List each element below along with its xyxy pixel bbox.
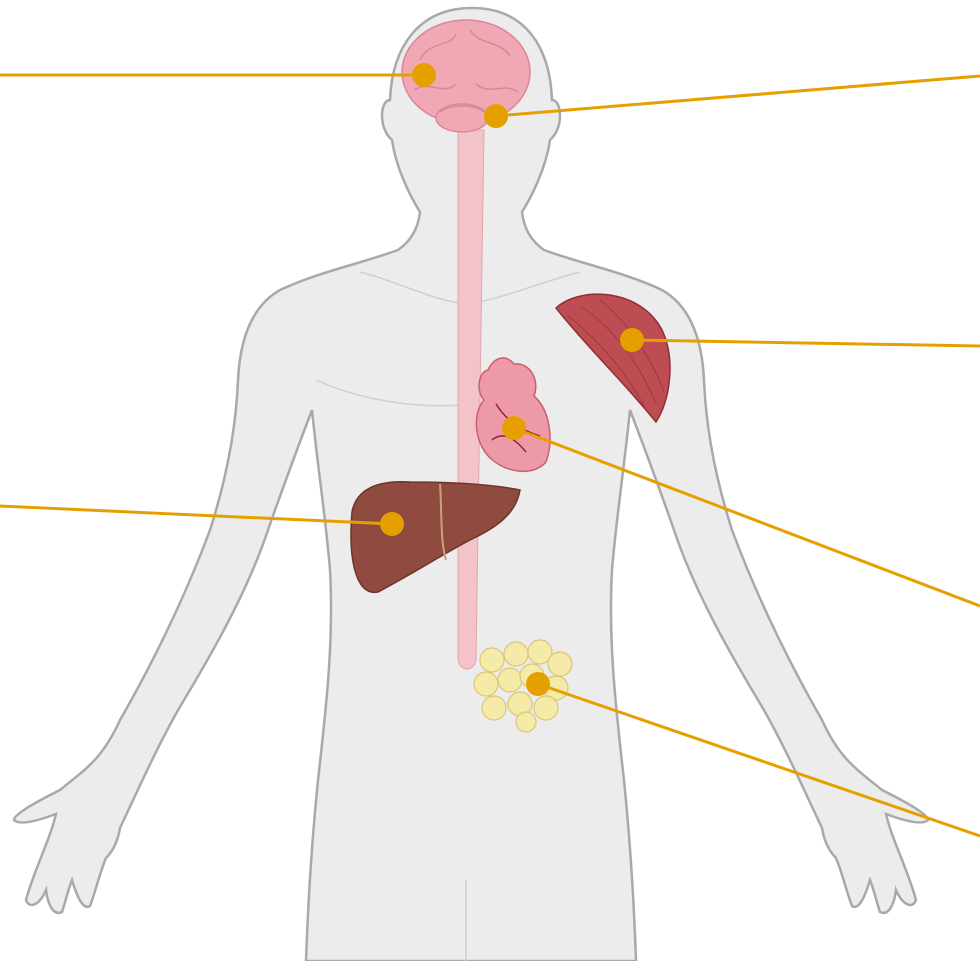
marker-brain [412,63,436,87]
callout-line-brainstem [496,76,980,116]
marker-heart [502,416,526,440]
marker-adipose [526,672,550,696]
marker-brainstem [484,104,508,128]
marker-liver [380,512,404,536]
marker-muscle [620,328,644,352]
